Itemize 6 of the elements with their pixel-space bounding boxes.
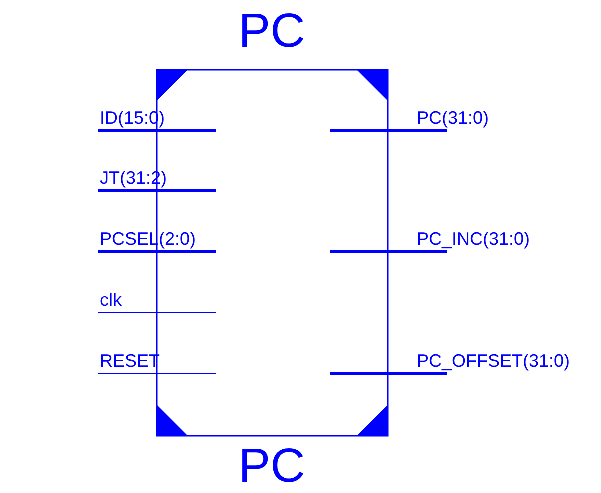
pin-name: PC_OFFSET(31:0) bbox=[417, 352, 570, 370]
instance-name: PC bbox=[238, 443, 306, 491]
pin-name: PC(31:0) bbox=[417, 109, 490, 127]
symbol-title: PC bbox=[238, 8, 306, 56]
pin-name: PC_INC(31:0) bbox=[417, 230, 530, 248]
pin-name: clk bbox=[100, 291, 122, 309]
